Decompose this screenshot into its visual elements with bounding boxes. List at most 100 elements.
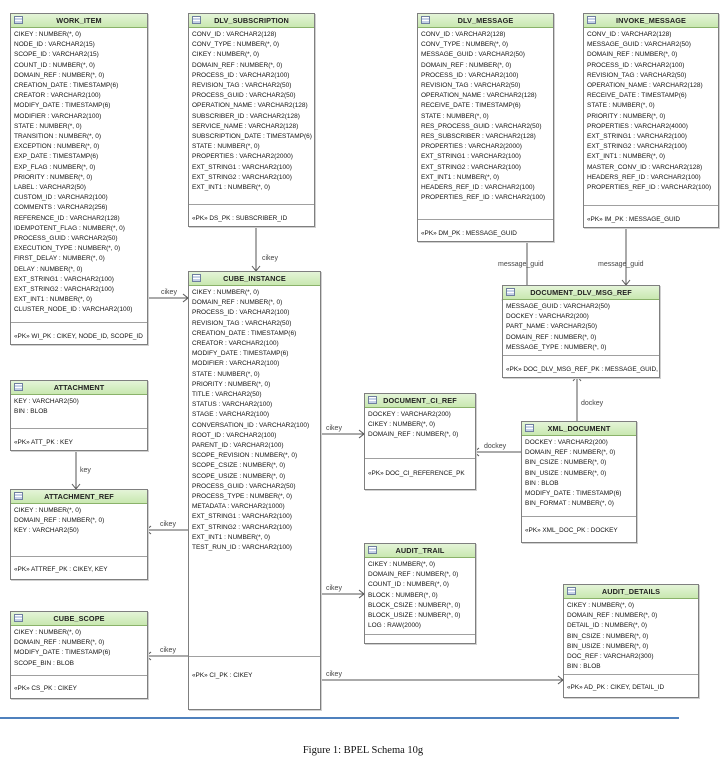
column-row: REVISION_TAG : VARCHAR2(50) [192, 82, 292, 90]
primary-key: «PK» CI_PK : CIKEY [192, 672, 253, 679]
entity-xml-document[interactable]: XML_DOCUMENT DOCKEY : VARCHAR2(200)DOMAI… [521, 421, 637, 543]
rel-label-cube-scope: cikey [160, 647, 176, 654]
table-icon [587, 16, 596, 24]
column-row: EXT_STRING1 : VARCHAR2(100) [421, 153, 521, 161]
column-row: BIN : BLOB [14, 408, 48, 416]
table-icon [14, 16, 23, 24]
entity-document-dlv-msg-ref[interactable]: DOCUMENT_DLV_MSG_REF MESSAGE_GUID : VARC… [502, 285, 660, 378]
column-row: REVISION_TAG : VARCHAR2(50) [192, 319, 292, 327]
column-row: KEY : VARCHAR2(50) [14, 527, 79, 535]
entity-dlv-message[interactable]: DLV_MESSAGE CONV_ID : VARCHAR2(128)CONV_… [417, 13, 554, 242]
column-row: CONV_ID : VARCHAR2(128) [192, 31, 277, 38]
column-list: CONV_ID : VARCHAR2(128)CONV_TYPE : NUMBE… [418, 28, 553, 203]
column-row: CONV_TYPE : NUMBER(*, 0) [192, 41, 280, 49]
column-row: DOMAIN_REF : NUMBER(*, 0) [368, 571, 459, 579]
column-row: KEY : VARCHAR2(50) [14, 398, 79, 405]
column-row: DOMAIN_REF : NUMBER(*, 0) [421, 61, 512, 69]
column-list: CIKEY : NUMBER(*, 0)DOMAIN_REF : NUMBER(… [564, 599, 698, 672]
column-row: BIN_USIZE : NUMBER(*, 0) [567, 642, 649, 650]
entity-attachment-ref[interactable]: ATTACHMENT_REF CIKEY : NUMBER(*, 0)DOMAI… [10, 489, 148, 580]
column-row: LOG : RAW(2000) [368, 622, 421, 630]
column-row: CONVERSATION_ID : VARCHAR2(100) [192, 421, 310, 429]
column-row: STATE : NUMBER(*, 0) [14, 122, 82, 130]
column-row: BIN_CSIZE : NUMBER(*, 0) [567, 632, 649, 640]
entity-title: AUDIT_DETAILS [601, 587, 661, 596]
column-row: DOMAIN_REF : NUMBER(*, 0) [368, 431, 459, 439]
column-row: CIKEY : NUMBER(*, 0) [567, 602, 635, 609]
column-row: DOMAIN_REF : NUMBER(*, 0) [525, 449, 616, 457]
column-row: REVISION_TAG : VARCHAR2(50) [421, 82, 521, 90]
column-row: FIRST_DELAY : NUMBER(*, 0) [14, 255, 105, 263]
entity-title: WORK_ITEM [56, 16, 102, 25]
table-icon [368, 546, 377, 554]
column-row: DOMAIN_REF : NUMBER(*, 0) [14, 71, 105, 79]
column-list: KEY : VARCHAR2(50) BIN : BLOB [11, 395, 147, 417]
rel-label-attachment: key [80, 467, 91, 474]
column-row: PROCESS_TYPE : NUMBER(*, 0) [192, 493, 293, 501]
column-row: TEST_RUN_ID : VARCHAR2(100) [192, 544, 292, 552]
column-row: PART_NAME : VARCHAR2(50) [506, 323, 598, 331]
column-row: REFERENCE_ID : VARCHAR2(128) [14, 214, 120, 222]
rel-label-doc-ci-ref: cikey [326, 425, 342, 432]
column-row: CIKEY : NUMBER(*, 0) [368, 421, 436, 429]
column-row: COUNT_ID : NUMBER(*, 0) [368, 581, 449, 589]
entity-title: INVOKE_MESSAGE [616, 16, 686, 25]
column-row: NODE_ID : VARCHAR2(15) [14, 41, 95, 49]
entity-title: DLV_MESSAGE [457, 16, 514, 25]
entity-audit-trail[interactable]: AUDIT_TRAIL CIKEY : NUMBER(*, 0) DOMAIN_R… [364, 543, 476, 644]
column-list: CIKEY : NUMBER(*, 0)DOMAIN_REF : NUMBER(… [11, 626, 147, 669]
table-icon [14, 614, 23, 622]
rel-label-work-item: cikey [161, 289, 177, 296]
column-row: PRIORITY : NUMBER(*, 0) [587, 112, 666, 120]
column-row: METADATA : VARCHAR2(1000) [192, 503, 285, 511]
column-row: SCOPE_CSIZE : NUMBER(*, 0) [192, 462, 286, 470]
entity-attachment[interactable]: ATTACHMENT KEY : VARCHAR2(50)BIN : BLOB … [10, 380, 148, 451]
table-icon [506, 288, 515, 296]
column-row: BIN_CSIZE : NUMBER(*, 0) [525, 459, 607, 467]
column-row: MASTER_CONV_ID : VARCHAR2(128) [587, 163, 703, 171]
entity-invoke-message[interactable]: INVOKE_MESSAGE CONV_ID : VARCHAR2(128)ME… [583, 13, 719, 228]
column-row: SERVICE_NAME : VARCHAR2(128) [192, 122, 299, 130]
column-row: STATE : NUMBER(*, 0) [192, 143, 260, 151]
column-row: BIN : BLOB [567, 663, 601, 671]
table-icon [192, 274, 201, 282]
column-row: PROPERTIES_REF_ID : VARCHAR2(100) [421, 194, 546, 202]
column-row: ROOT_ID : VARCHAR2(100) [192, 431, 277, 439]
column-list: CIKEY : NUMBER(*, 0)DOMAIN_REF : NUMBER(… [11, 504, 147, 537]
column-row: STATUS : VARCHAR2(100) [192, 401, 273, 409]
column-row: BIN : BLOB [525, 479, 559, 487]
entity-cube-instance[interactable]: CUBE_INSTANCE CIKEY : NUMBER(*, 0)DOMAIN… [188, 271, 321, 710]
table-icon [368, 396, 377, 404]
column-row: OPERATION_NAME : VARCHAR2(128) [421, 92, 537, 100]
column-list: DOCKEY : VARCHAR2(200) DOMAIN_REF : NUMBE… [522, 436, 636, 509]
entity-audit-details[interactable]: AUDIT_DETAILS CIKEY : NUMBER(*, 0)DOMAIN… [563, 584, 699, 698]
column-row: CIKEY : NUMBER(*, 0) [368, 561, 436, 568]
figure-caption: Figure 1: BPEL Schema 10g [302, 745, 424, 756]
column-row: MODIFY_DATE : TIMESTAMP(6) [14, 649, 111, 657]
column-row: CREATOR : VARCHAR2(100) [192, 340, 279, 348]
primary-key: «PK» DOC_CI_REFERENCE_PK [368, 470, 465, 477]
column-row: CONV_ID : VARCHAR2(128) [421, 31, 506, 38]
column-row: DOMAIN_REF : NUMBER(*, 0) [506, 333, 597, 341]
rel-label-audit-details: cikey [326, 671, 342, 678]
column-row: COMMENTS : VARCHAR2(256) [14, 204, 108, 212]
column-list: CIKEY : NUMBER(*, 0) DOMAIN_REF : NUMBER(… [365, 558, 475, 631]
column-row: EXT_STRING1 : VARCHAR2(100) [14, 275, 114, 283]
column-row: EXT_INT1 : NUMBER(*, 0) [421, 173, 500, 181]
column-row: STATE : NUMBER(*, 0) [421, 112, 489, 120]
column-row: SCOPE_USIZE : NUMBER(*, 0) [192, 472, 286, 480]
column-row: PARENT_ID : VARCHAR2(100) [192, 442, 284, 450]
column-row: PROPERTIES : VARCHAR2(4000) [587, 122, 688, 130]
column-row: HEADERS_REF_ID : VARCHAR2(100) [421, 184, 535, 192]
entity-title: AUDIT_TRAIL [395, 546, 445, 555]
entity-cube-scope[interactable]: CUBE_SCOPE CIKEY : NUMBER(*, 0)DOMAIN_RE… [10, 611, 148, 699]
entity-work-item[interactable]: WORK_ITEM CIKEY : NUMBER(*, 0)NODE_ID : … [10, 13, 148, 345]
column-row: EXECUTION_TYPE : NUMBER(*, 0) [14, 245, 121, 253]
column-row: DOCKEY : VARCHAR2(200) [525, 439, 608, 446]
entity-title: DOCUMENT_CI_REF [383, 396, 457, 405]
column-row: MESSAGE_GUID : VARCHAR2(50) [421, 51, 525, 59]
entity-title: DLV_SUBSCRIPTION [214, 16, 289, 25]
column-row: STATE : NUMBER(*, 0) [192, 370, 260, 378]
entity-document-ci-ref[interactable]: DOCUMENT_CI_REF DOCKEY : VARCHAR2(200)CI… [364, 393, 476, 490]
entity-dlv-subscription[interactable]: DLV_SUBSCRIPTION CONV_ID : VARCHAR2(128)… [188, 13, 315, 227]
